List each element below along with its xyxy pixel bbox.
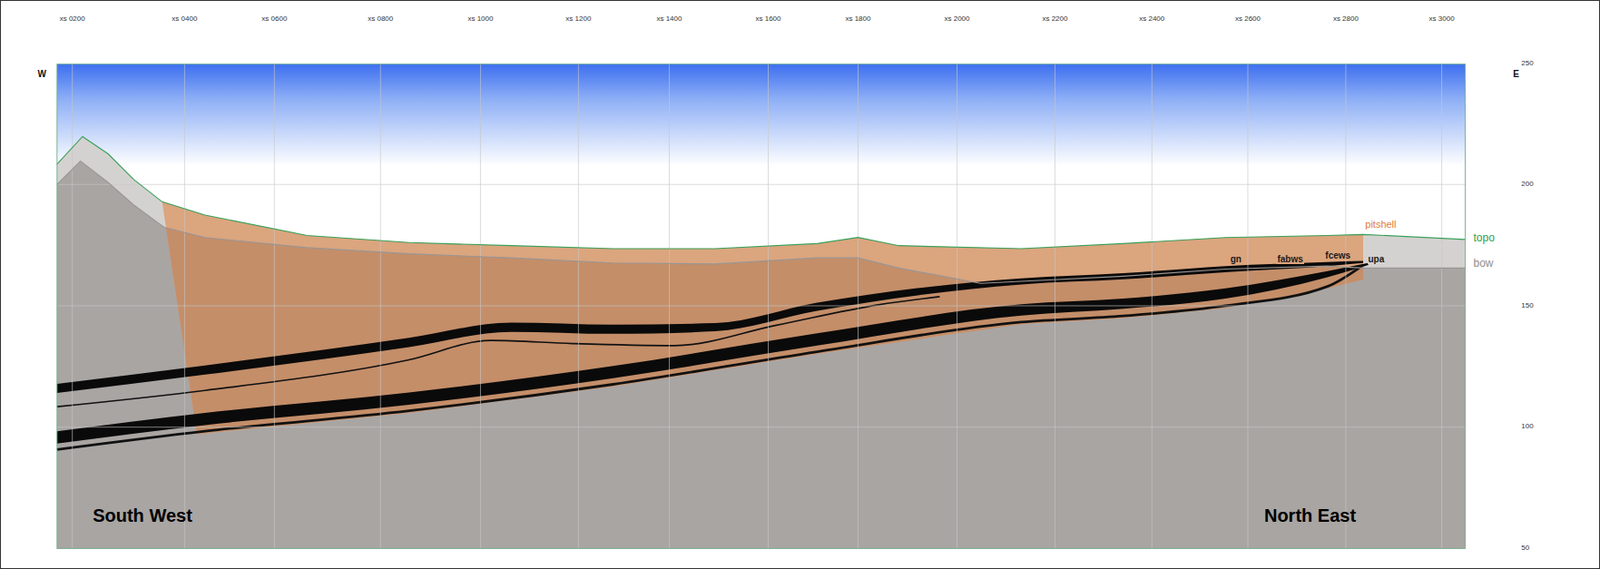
section-tick: xs 0400	[171, 15, 197, 24]
grid-line	[578, 64, 580, 550]
grid-line	[1054, 64, 1056, 550]
section-tick: xs 2400	[1138, 15, 1165, 24]
section-tick: xs 2800	[1333, 15, 1359, 24]
section-tick: xs 2000	[944, 15, 971, 24]
elevation-tick: 100	[1521, 422, 1533, 432]
grid-line	[668, 64, 670, 550]
elevation-tick: 200	[1521, 180, 1533, 189]
section-tick: xs 0200	[59, 15, 86, 24]
grid-line	[71, 64, 73, 550]
grid-line	[1441, 64, 1443, 550]
section-tick: xs 1600	[755, 15, 782, 24]
plot-ground	[57, 64, 1466, 550]
sky	[57, 64, 1466, 167]
seam-label: upa	[1367, 254, 1386, 265]
bedrock	[57, 160, 1466, 549]
grid-line	[1344, 64, 1346, 550]
elevation-tick: 50	[1521, 544, 1530, 553]
grid-line	[857, 64, 859, 550]
grid-line	[480, 64, 481, 550]
grid-line	[57, 426, 1466, 428]
grid-line	[1246, 64, 1248, 550]
direction-label: South West	[92, 505, 193, 526]
coal-seam-gn	[57, 261, 1364, 394]
grid-line	[956, 64, 958, 550]
grid-line	[57, 304, 1466, 306]
grid-line	[767, 64, 769, 550]
section-tick: xs 1200	[565, 15, 591, 24]
elevation-tick: 150	[1521, 302, 1533, 311]
section-tick: xs 0800	[367, 15, 393, 24]
seam-label: fabws	[1276, 254, 1304, 265]
pitshell-rock	[57, 160, 1466, 549]
plot-frame	[57, 64, 1466, 550]
section-tick: xs 2600	[1235, 15, 1261, 24]
grid-line	[274, 64, 275, 550]
grid-line	[184, 64, 186, 550]
grid-line	[57, 184, 1466, 186]
elevation-tick: 250	[1521, 59, 1533, 69]
coal-seam-fabws	[57, 263, 1369, 444]
bow-line	[57, 160, 1466, 284]
bow-label: bow	[1472, 257, 1493, 270]
section-tick: xs 1400	[656, 15, 682, 24]
direction-label: North East	[1264, 505, 1356, 526]
topo-line	[57, 136, 1466, 249]
grid-line	[1151, 64, 1153, 550]
direction-label: E	[1512, 68, 1520, 79]
seam-label: fcews	[1324, 250, 1352, 261]
section-tick: xs 0600	[261, 15, 287, 24]
section-tick: xs 1800	[844, 15, 871, 24]
section-tick: xs 1000	[467, 15, 493, 24]
pitshell-label: pitshell	[1364, 218, 1396, 230]
section-tick: xs 2200	[1041, 15, 1068, 24]
section-tick: xs 3000	[1429, 15, 1455, 24]
grid-line	[380, 64, 382, 550]
seam-label: gn	[1229, 254, 1243, 265]
direction-label: W	[37, 68, 46, 79]
topo-label: topo	[1472, 232, 1494, 245]
coal-seam-lower	[57, 265, 1364, 450]
